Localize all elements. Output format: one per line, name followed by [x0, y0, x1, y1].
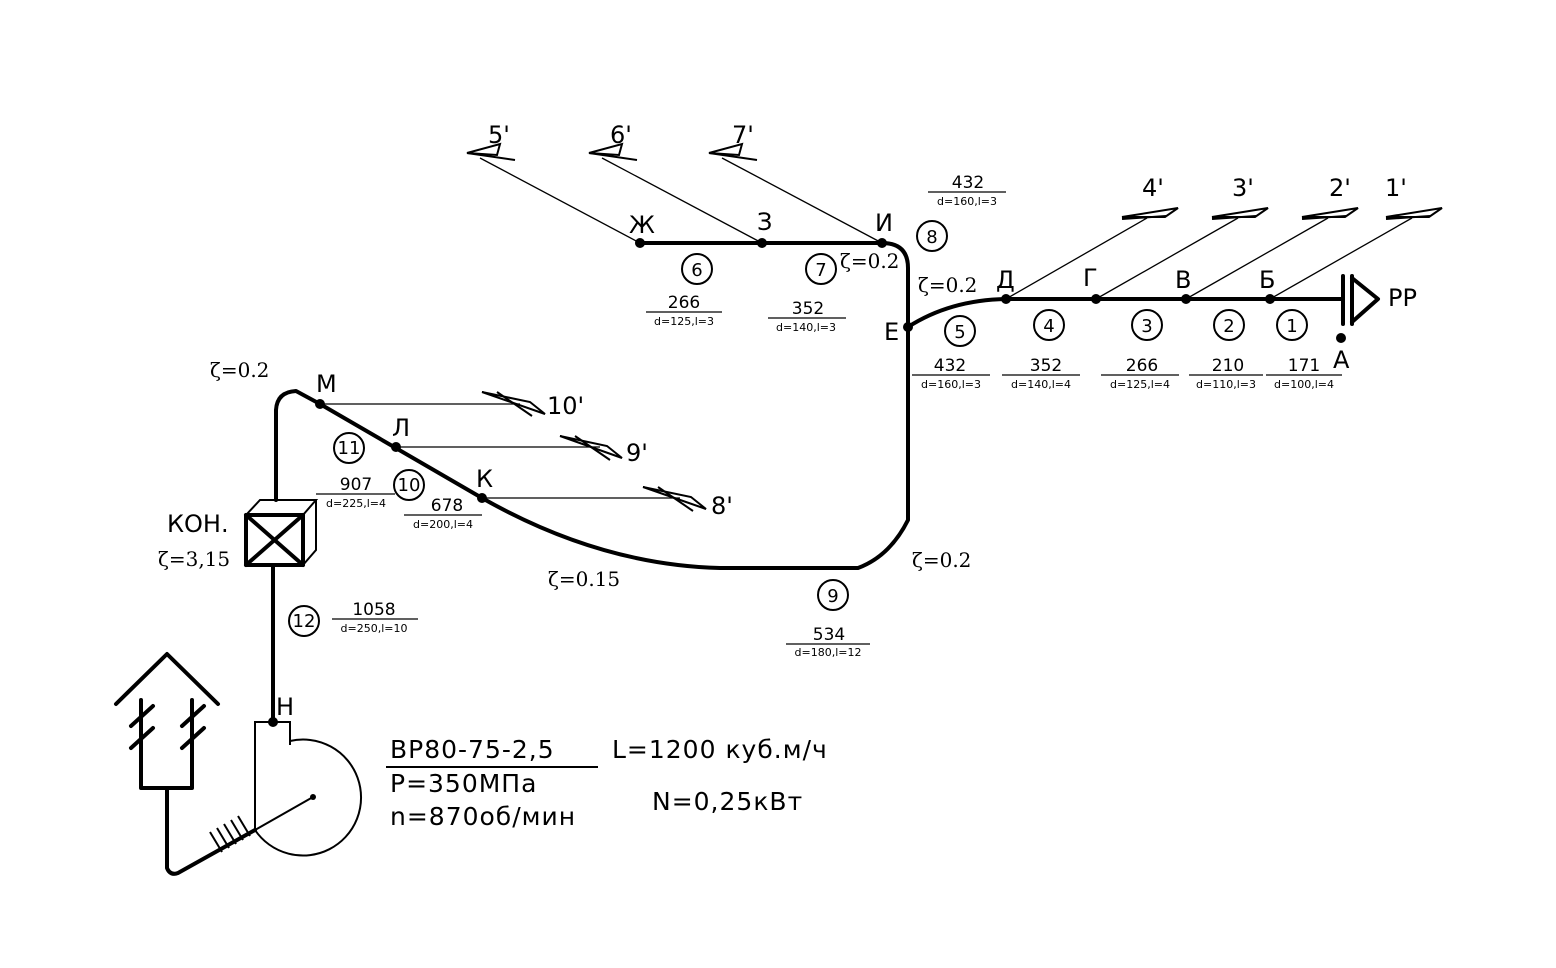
- section-params-4: d=140,l=4: [1011, 378, 1071, 391]
- section-num-9: 9: [827, 586, 838, 607]
- zeta-kon: ζ=3,15: [158, 547, 230, 571]
- heater-label: КОН.: [167, 510, 229, 538]
- terminal-branch-8: [482, 486, 707, 512]
- section-num-1: 1: [1286, 316, 1297, 337]
- terminal-branch-4: [1005, 207, 1179, 300]
- node-label-m: М: [316, 370, 337, 398]
- section-flow-3: 266: [1126, 356, 1158, 376]
- terminal-label-3: 3': [1232, 174, 1254, 202]
- section-flow-9: 534: [813, 625, 845, 645]
- section-num-11: 11: [338, 438, 361, 459]
- section-num-5: 5: [954, 322, 965, 343]
- fan-model: ВР80-75-2,5: [390, 735, 555, 764]
- section-circles: [288, 220, 1308, 637]
- fan-power: N=0,25кВт: [652, 787, 803, 816]
- section-flow-7: 352: [792, 299, 824, 319]
- node-label-v: В: [1175, 266, 1191, 294]
- node-label-d: Д: [996, 266, 1015, 294]
- section-flow-8: 432: [952, 173, 984, 193]
- terminal-label-1: 1': [1385, 174, 1407, 202]
- section-num-4: 4: [1043, 316, 1054, 337]
- section-params-10: d=200,l=4: [413, 518, 473, 531]
- terminal-label-5: 5': [488, 121, 510, 149]
- outlet-rr: [1336, 274, 1380, 343]
- terminal-branch-9: [396, 435, 623, 461]
- section-flow-10: 678: [431, 496, 463, 516]
- terminal-label-9: 9': [626, 439, 648, 467]
- section-params-7: d=140,l=3: [776, 321, 836, 334]
- terminal-branch-1: [1269, 207, 1443, 300]
- section-num-3: 3: [1141, 316, 1152, 337]
- terminal-label-7: 7': [732, 121, 754, 149]
- node-label-a: А: [1333, 346, 1350, 374]
- node-label-l: Л: [392, 414, 410, 442]
- node-label-k: К: [476, 465, 493, 493]
- zeta-node-e: ζ=0.2: [918, 273, 977, 297]
- duct-e-bottom: [318, 325, 910, 570]
- fan-pressure: Р=350МПа: [390, 769, 537, 798]
- zeta-node-m: ζ=0.2: [210, 358, 269, 382]
- fan-airflow: L=1200 куб.м/ч: [612, 735, 828, 764]
- section-num-7: 7: [815, 260, 826, 281]
- terminal-label-2: 2': [1329, 174, 1351, 202]
- section-params-1: d=100,l=4: [1274, 378, 1334, 391]
- section-params-12: d=250,l=10: [341, 622, 408, 635]
- section-params-11: d=225,l=4: [326, 497, 386, 510]
- terminal-label-4: 4': [1142, 174, 1164, 202]
- node-label-g: Г: [1083, 264, 1098, 292]
- fan-icon: [165, 721, 362, 876]
- section-params-6: d=125,l=3: [654, 315, 714, 328]
- section-num-6: 6: [691, 260, 702, 281]
- node-label-z: З: [757, 208, 772, 236]
- node-label-zh: Ж: [629, 211, 655, 239]
- terminal-branch-10: [320, 391, 546, 417]
- outlet-label: РР: [1388, 284, 1417, 312]
- section-params-9: d=180,l=12: [795, 646, 862, 659]
- terminal-branch-5: [466, 142, 641, 244]
- zeta-node-i: ζ=0.2: [840, 249, 899, 273]
- section-flow-1: 171: [1288, 356, 1320, 376]
- heater-box-icon: [244, 499, 319, 567]
- section-num-10: 10: [398, 475, 421, 496]
- terminal-branch-6: [588, 142, 763, 244]
- section-flow-5: 432: [934, 356, 966, 376]
- section-flow-11: 907: [340, 475, 372, 495]
- section-flow-12: 1058: [352, 600, 395, 620]
- section-flow-2: 210: [1212, 356, 1244, 376]
- zeta-bottom-right: ζ=0.2: [912, 548, 971, 572]
- zeta-curve: ζ=0.15: [548, 567, 620, 591]
- air-intake-shaft-icon: [114, 652, 220, 790]
- section-num-12: 12: [293, 611, 316, 632]
- section-params-3: d=125,l=4: [1110, 378, 1170, 391]
- terminal-label-6: 6': [610, 121, 632, 149]
- terminal-branch-2: [1185, 207, 1359, 300]
- terminal-branch-7: [708, 142, 883, 244]
- node-label-i: И: [875, 209, 893, 237]
- duct-m-kon: [274, 389, 322, 502]
- terminal-label-8: 8': [711, 492, 733, 520]
- section-num-8: 8: [926, 227, 937, 248]
- fan-speed: n=870об/мин: [390, 802, 576, 831]
- node-label-e: Е: [884, 318, 899, 346]
- section-num-2: 2: [1223, 316, 1234, 337]
- terminal-label-10: 10': [547, 392, 584, 420]
- terminal-branch-3: [1095, 207, 1269, 300]
- section-params-8: d=160,l=3: [937, 195, 997, 208]
- section-params-5: d=160,l=3: [921, 378, 981, 391]
- node-label-n: Н: [276, 693, 294, 721]
- node-label-b: Б: [1259, 266, 1275, 294]
- section-flow-6: 266: [668, 293, 700, 313]
- section-params-2: d=110,l=3: [1196, 378, 1256, 391]
- section-flow-4: 352: [1030, 356, 1062, 376]
